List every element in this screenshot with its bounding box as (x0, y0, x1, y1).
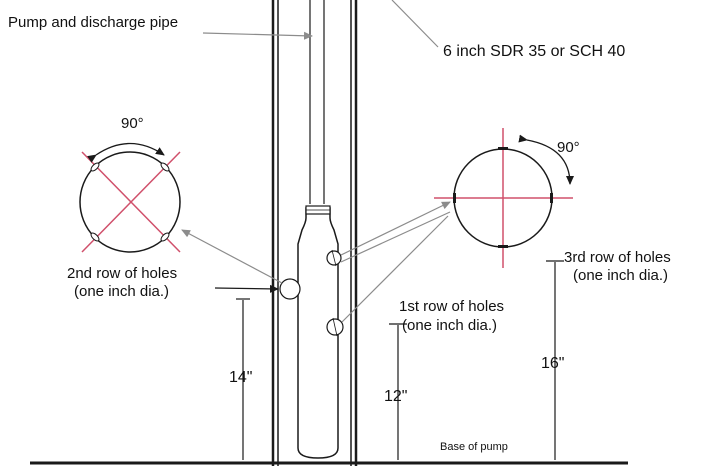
label-row1-dia: (one inch dia.) (402, 317, 497, 334)
leader-casing (391, 0, 439, 48)
casing-walls (271, 0, 358, 466)
label-angle-left: 90° (121, 115, 144, 132)
label-base: Base of pump (440, 441, 508, 453)
label-row2-title: 2nd row of holes (67, 265, 177, 282)
dim-14 (236, 298, 250, 460)
left-rotation-arrow (87, 142, 165, 163)
leader-row2 (214, 284, 279, 293)
hole-row2 (279, 278, 301, 300)
label-dim-12: 12" (384, 388, 407, 405)
label-row1-title: 1st row of holes (399, 298, 504, 315)
label-row2-dia: (one inch dia.) (74, 283, 169, 300)
right-cross-section (434, 128, 573, 268)
leaders-cross-section (181, 201, 451, 323)
label-dim-14: 14" (229, 369, 252, 386)
pump-body (297, 207, 339, 459)
label-row3-title: 3rd row of holes (564, 249, 671, 266)
label-casing: 6 inch SDR 35 or SCH 40 (443, 43, 625, 60)
dim-16 (546, 260, 564, 460)
leader-pump-pipe (202, 31, 313, 40)
label-row3-dia: (one inch dia.) (573, 267, 668, 284)
discharge-pipe (309, 0, 325, 204)
label-pump-pipe: Pump and discharge pipe (8, 14, 178, 31)
label-dim-16: 16" (541, 355, 564, 372)
label-angle-right: 90° (557, 139, 580, 156)
left-cross-section (79, 151, 181, 253)
dim-12 (389, 323, 407, 460)
right-rotation-arrow (518, 134, 574, 185)
